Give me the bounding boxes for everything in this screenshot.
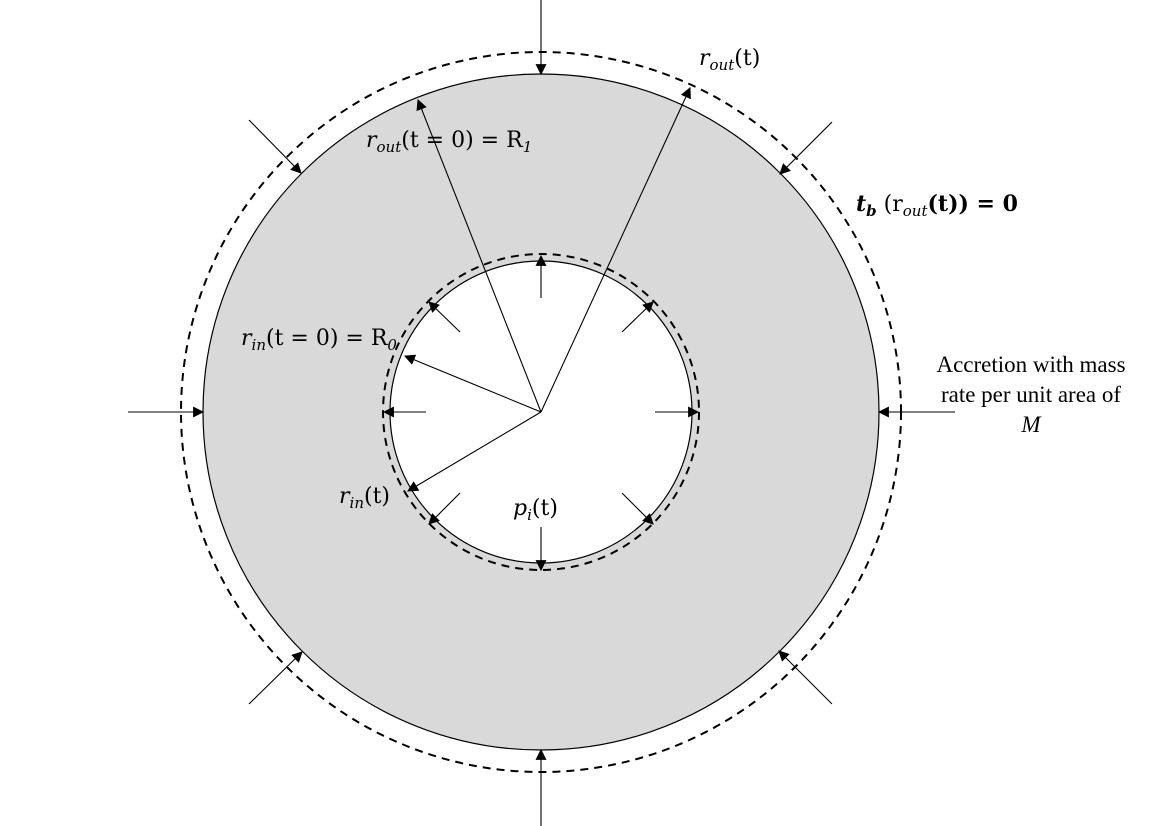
radius-rout-initial	[416, 98, 542, 413]
label-traction-free-condition: tb (rout(t)) = 0	[856, 191, 1018, 220]
radius-rout-t	[540, 87, 691, 413]
label-pressure: pi(t)	[513, 496, 558, 524]
label-rin-t: rin(t)	[339, 484, 391, 512]
label-rin-initial: rin(t = 0) = R0	[241, 326, 397, 354]
radius-rin-t	[407, 411, 542, 492]
pressure-arrow-top-left	[428, 301, 461, 333]
accretion-note-line1: Accretion with mass	[936, 352, 1126, 377]
outer-accretion-arrows	[128, 0, 955, 826]
pressure-arrow-bottom-left	[428, 492, 461, 525]
accretion-arrow-top-left	[248, 119, 302, 174]
accretion-arrow-top-right	[779, 121, 833, 175]
accretion-arrow-bottom-left	[248, 651, 303, 705]
accretion-note: Accretion with mass rate per unit area o…	[916, 350, 1146, 440]
pressure-arrow-bottom-right	[621, 492, 654, 525]
accretion-note-line2: rate per unit area of	[940, 382, 1122, 407]
inner-pressure-arrows	[382, 254, 700, 572]
radius-rin-initial	[403, 354, 542, 413]
accretion-arrow-bottom-right	[778, 650, 833, 705]
pressure-arrow-top-right	[621, 301, 654, 333]
accretion-note-symbol: M	[1021, 412, 1041, 437]
label-rout-initial: rout(t = 0) = R1	[366, 128, 533, 156]
label-rout-t: rout(t)	[699, 46, 761, 74]
